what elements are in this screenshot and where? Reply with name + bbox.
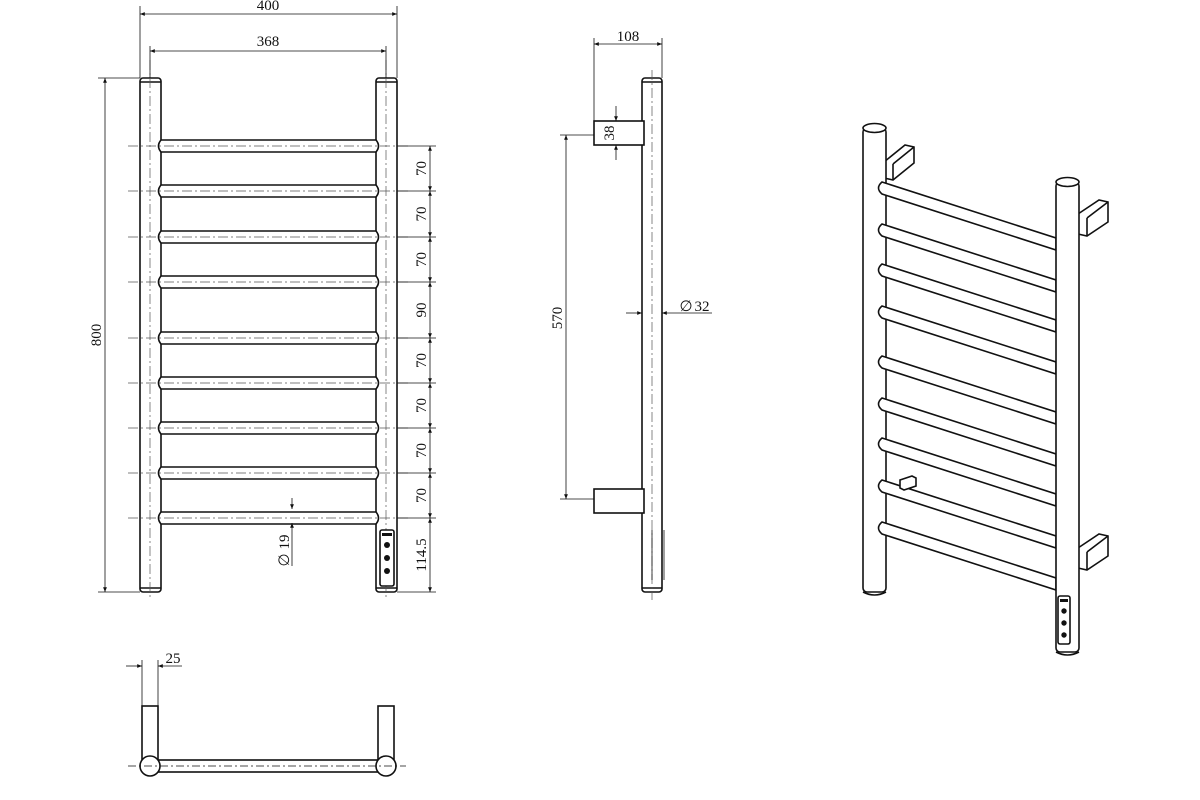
dim-bar-diameter: 19	[277, 535, 293, 550]
top-view: 25	[126, 651, 406, 777]
front-bar	[128, 376, 408, 390]
dim-overall-width: 400	[257, 0, 280, 14]
dim-bracket-spacing: 570	[550, 307, 566, 330]
spacing-label: 70	[414, 353, 430, 368]
bar-spacing-dims: 70 70 70 90 70 70 70 70 114.5	[397, 145, 436, 593]
spacing-label: 70	[414, 443, 430, 458]
spacing-label: 70	[414, 252, 430, 267]
isometric-view	[862, 122, 1109, 656]
iso-controller	[1057, 595, 1071, 645]
spacing-label: 70	[414, 207, 430, 222]
iso-rung	[877, 437, 1057, 508]
front-bar	[128, 230, 408, 244]
front-bar	[128, 184, 408, 198]
iso-rung	[877, 521, 1057, 592]
front-view: 400 368 800 70 70 70 90 70 70 70 70 114.5 ∅ 19	[89, 0, 436, 600]
front-bars	[128, 139, 408, 525]
top-bracket	[593, 120, 645, 146]
dim-post-diameter: 32	[695, 299, 710, 315]
iso-rungs	[877, 181, 1057, 592]
iso-rung	[877, 223, 1057, 294]
dim-inner-width: 368	[257, 34, 280, 50]
dim-overall-height: 800	[89, 324, 105, 347]
front-bar	[128, 331, 408, 345]
bottom-bracket	[593, 488, 645, 514]
iso-rung	[877, 263, 1057, 334]
spacing-label: 90	[414, 303, 430, 318]
front-bar	[128, 275, 408, 289]
side-view: 108 38 570 ∅ 32	[550, 29, 712, 600]
iso-rung	[877, 397, 1057, 468]
spacing-label: 70	[414, 398, 430, 413]
front-bar	[128, 139, 408, 153]
iso-right-post	[1055, 181, 1080, 653]
iso-rung	[877, 305, 1057, 376]
dim-bracket-height: 38	[602, 126, 618, 141]
front-bar	[128, 511, 408, 525]
left-post	[139, 77, 162, 593]
spacing-label: 70	[414, 161, 430, 176]
dim-clearance: 25	[166, 651, 181, 667]
front-bar	[128, 421, 408, 435]
spacing-label: 70	[414, 488, 430, 503]
iso-rung	[877, 479, 1057, 550]
front-bar	[128, 466, 408, 480]
controller	[379, 529, 395, 587]
spacing-label: 114.5	[414, 538, 430, 571]
dim-depth: 108	[617, 29, 640, 45]
diameter-symbol: ∅	[277, 553, 293, 566]
right-post	[375, 77, 398, 593]
iso-rung	[877, 355, 1057, 426]
iso-rung	[877, 181, 1057, 252]
diameter-symbol-post: ∅	[679, 299, 692, 315]
